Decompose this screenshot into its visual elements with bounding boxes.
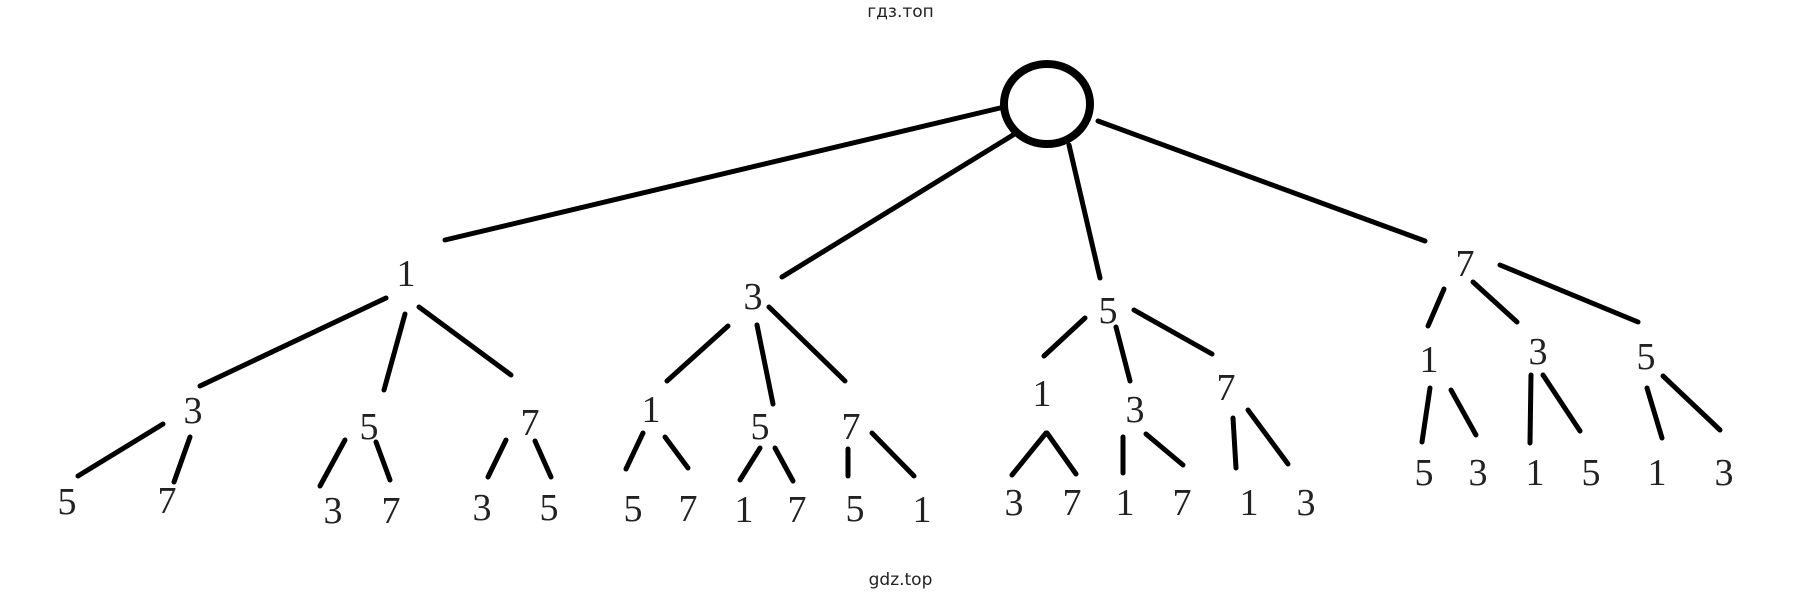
edge-level2-1-3-to-2 (532, 438, 554, 480)
edge-level2-4-1-to-2 (1448, 387, 1479, 438)
edge-root-to-1 (442, 105, 1003, 243)
edge-root-to-3 (1066, 142, 1103, 281)
watermark-bottom: gdz.top (868, 570, 933, 590)
edge-level1-3-to-3 (1131, 307, 1215, 357)
edge-level2-1-2-to-2 (373, 439, 393, 483)
node-leaf-4-2-1: 1 (1526, 452, 1545, 494)
edge-level1-3-to-1 (1041, 315, 1088, 359)
edge-level2-2-2-to-1 (737, 445, 763, 483)
node-leaf-2-3-2: 1 (913, 489, 932, 531)
node-level2-2-1: 1 (642, 389, 661, 431)
edge-level2-2-1-to-1 (623, 430, 646, 472)
edge-level2-3-3-to-2 (1245, 407, 1291, 467)
edge-root-to-4 (1095, 118, 1428, 244)
node-leaf-4-3-2: 3 (1715, 452, 1734, 494)
edge-level2-1-1-to-1 (75, 421, 166, 479)
edge-level2-1-3-to-1 (485, 437, 509, 480)
node-leaf-1-3-1: 3 (473, 487, 492, 529)
edge-level2-3-2-to-2 (1143, 431, 1186, 468)
node-leaf-3-2-1: 1 (1116, 482, 1135, 524)
edge-level2-3-1-to-1 (1009, 430, 1049, 478)
tree-edges (75, 105, 1723, 489)
node-leaf-3-1-1: 3 (1005, 482, 1024, 524)
node-level2-4-3: 5 (1637, 336, 1656, 378)
edge-level2-2-3-to-2 (869, 430, 917, 479)
edge-level2-2-1-to-2 (662, 434, 691, 471)
edge-level2-1-1-to-2 (171, 434, 193, 485)
root-node (1000, 60, 1094, 148)
node-leaf-4-1-1: 5 (1415, 452, 1434, 494)
edge-level2-1-2-to-1 (317, 437, 348, 489)
edge-root-to-2 (779, 132, 1016, 280)
edge-level1-2-to-1 (664, 323, 731, 384)
node-level1-3: 5 (1099, 290, 1118, 332)
node-level2-2-3: 7 (842, 406, 861, 448)
node-leaf-2-2-1: 1 (735, 489, 754, 531)
node-leaf-3-3-2: 3 (1297, 482, 1316, 524)
edge-level2-4-3-to-2 (1660, 373, 1723, 433)
edge-level1-1-to-1 (197, 295, 389, 389)
node-leaf-3-1-2: 7 (1063, 482, 1082, 524)
node-level1-2: 3 (744, 276, 763, 318)
node-leaf-3-3-1: 1 (1240, 482, 1259, 524)
node-level2-1-3: 7 (521, 402, 540, 444)
edge-level1-4-to-3 (1497, 262, 1641, 325)
edge-level1-1-to-3 (416, 304, 514, 378)
edge-level2-4-3-to-1 (1644, 385, 1665, 441)
node-leaf-4-3-1: 1 (1648, 452, 1667, 494)
node-level2-3-1: 1 (1033, 373, 1052, 415)
edge-level2-3-1-to-2 (1044, 430, 1079, 477)
node-leaf-1-1-2: 7 (158, 480, 177, 522)
node-level2-1-2: 5 (360, 406, 379, 448)
node-level2-2-2: 5 (751, 406, 770, 448)
node-leaf-2-2-2: 7 (788, 489, 807, 531)
edge-level2-2-2-to-2 (772, 445, 796, 484)
node-level2-3-2: 3 (1126, 389, 1145, 431)
node-level2-3-3: 7 (1217, 367, 1236, 409)
node-leaf-1-1-1: 5 (58, 481, 77, 523)
node-level2-4-1: 1 (1420, 339, 1439, 381)
node-leaf-2-1-2: 7 (679, 488, 698, 530)
edge-level1-4-to-1 (1425, 286, 1447, 329)
node-level1-1: 1 (397, 253, 416, 295)
edge-level2-3-3-to-1 (1230, 415, 1239, 471)
node-leaf-2-3-1: 5 (846, 488, 865, 530)
node-leaf-1-2-1: 3 (324, 490, 343, 532)
edge-level1-2-to-3 (766, 304, 848, 384)
edge-level1-4-to-2 (1470, 279, 1520, 325)
node-leaf-1-2-2: 7 (382, 490, 401, 532)
edge-level1-3-to-2 (1113, 324, 1133, 384)
edge-level2-4-1-to-1 (1419, 385, 1433, 445)
node-leaf-2-1-1: 5 (624, 488, 643, 530)
edge-level2-4-2-to-1 (1527, 372, 1534, 446)
node-leaf-4-2-2: 5 (1582, 452, 1601, 494)
edge-level1-1-to-2 (381, 311, 408, 393)
node-leaf-1-3-2: 5 (540, 487, 559, 529)
edge-level1-2-to-2 (754, 322, 776, 407)
node-level2-4-2: 3 (1529, 331, 1548, 373)
node-level1-4: 7 (1456, 243, 1475, 285)
node-leaf-3-2-2: 7 (1173, 482, 1192, 524)
node-level2-1-1: 3 (184, 390, 203, 432)
node-leaf-4-1-2: 3 (1469, 452, 1488, 494)
edge-level2-4-2-to-2 (1540, 372, 1583, 434)
watermark-top: гдз.топ (867, 2, 934, 22)
